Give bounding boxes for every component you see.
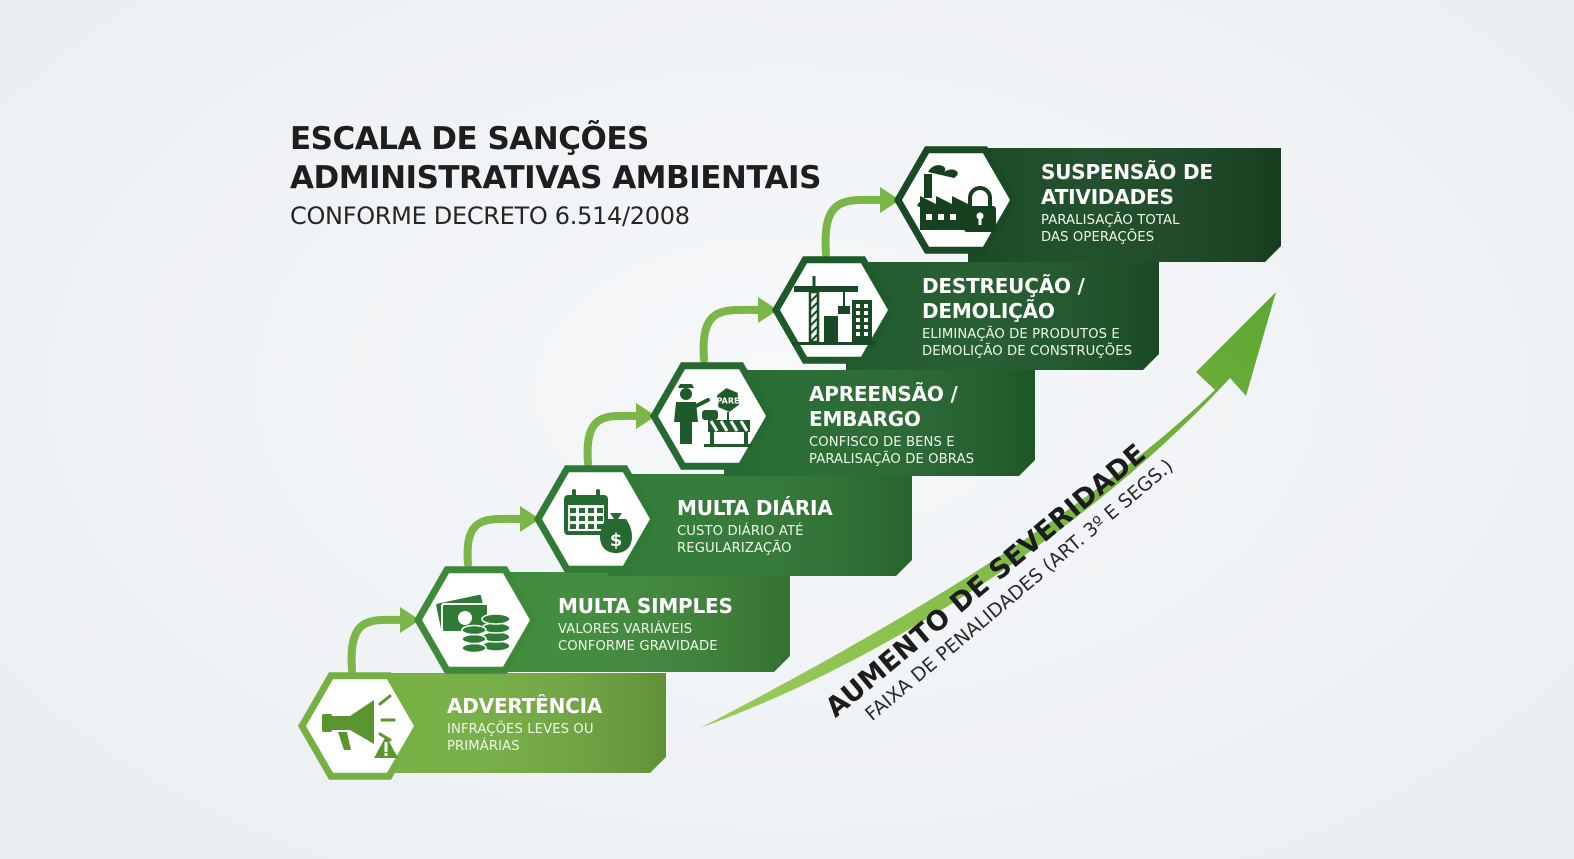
step-band-shade [488, 572, 790, 672]
step-band-shade [846, 262, 1159, 370]
step-title: MULTA SIMPLES [558, 594, 733, 618]
svg-text:$: $ [610, 530, 623, 551]
page-title-line1: ESCALA DE SANÇÕES [290, 121, 649, 157]
step-title: DESTREUÇÃO / DEMOLIÇÃO [922, 274, 1085, 323]
step-hex-badge [772, 256, 896, 364]
title-block: ESCALA DE SANÇÕES ADMINISTRATIVAS AMBIEN… [290, 120, 821, 232]
step-hex-badge [894, 146, 1018, 254]
officer-barrier-icon: PARE [674, 384, 752, 447]
step-band-shade [968, 148, 1281, 262]
connector-arrow [347, 607, 420, 674]
connector-arrow [463, 506, 540, 568]
step-band-shade [372, 673, 666, 773]
step-hex-badge: $ [534, 465, 658, 573]
connector-arrow [821, 187, 900, 258]
step-hex-badge: PARE [650, 362, 774, 470]
calendar-money-icon: $ [564, 489, 632, 553]
step-text: DESTREUÇÃO / DEMOLIÇÃO ELIMINAÇÃO DE PROD… [922, 274, 1132, 360]
factory-lock-icon [917, 165, 996, 232]
step-text: ADVERTÊNCIA INFRAÇÕES LEVES OU PRIMÁRIAS [447, 694, 602, 755]
step-description: CUSTO DIÁRIO ATÉ REGULARIZAÇÃO [677, 524, 804, 556]
step-description: VALORES VARIÁVEIS CONFORME GRAVIDADE [558, 622, 718, 654]
page-title-line2: ADMINISTRATIVAS AMBIENTAIS [290, 160, 821, 196]
money-coins-icon [436, 594, 511, 654]
step-description: CONFISCO DE BENS E PARALISAÇÃO DE OBRAS [809, 435, 975, 467]
megaphone-warning-icon [322, 694, 398, 758]
step-hex-badge [298, 672, 422, 780]
page-subtitle: CONFORME DECRETO 6.514/2008 [290, 202, 690, 230]
step-text: MULTA DIÁRIA CUSTO DIÁRIO ATÉ REGULARIZAÇ… [677, 496, 833, 557]
step-band-shade [724, 370, 1035, 476]
stop-sign-text: PARE [717, 397, 740, 406]
step-title: SUSPENSÃO DE ATIVIDADES [1041, 160, 1213, 209]
step-title: MULTA DIÁRIA [677, 496, 833, 520]
step-text: APREENSÃO / EMBARGO CONFISCO DE BENS E PA… [809, 382, 974, 468]
connector-arrow [699, 297, 778, 364]
step-description: PARALISAÇÃO TOTAL DAS OPERAÇÕES [1041, 213, 1180, 245]
step-title: ADVERTÊNCIA [447, 694, 603, 718]
step-description: INFRAÇÕES LEVES OU PRIMÁRIAS [447, 722, 594, 754]
step-description: ELIMINAÇÃO DE PRODUTOS E DEMOLIÇÃO DE CO… [922, 327, 1133, 359]
step-text: SUSPENSÃO DE ATIVIDADES PARALISAÇÃO TOTAL… [1041, 160, 1213, 246]
step-hex-badge [414, 566, 538, 674]
step-title: APREENSÃO / EMBARGO [809, 382, 958, 431]
crane-building-icon [792, 276, 876, 345]
connector-arrow [583, 403, 656, 467]
step-band-shade [608, 474, 912, 576]
step-text: MULTA SIMPLES VALORES VARIÁVEIS CONFORME … [558, 594, 733, 655]
